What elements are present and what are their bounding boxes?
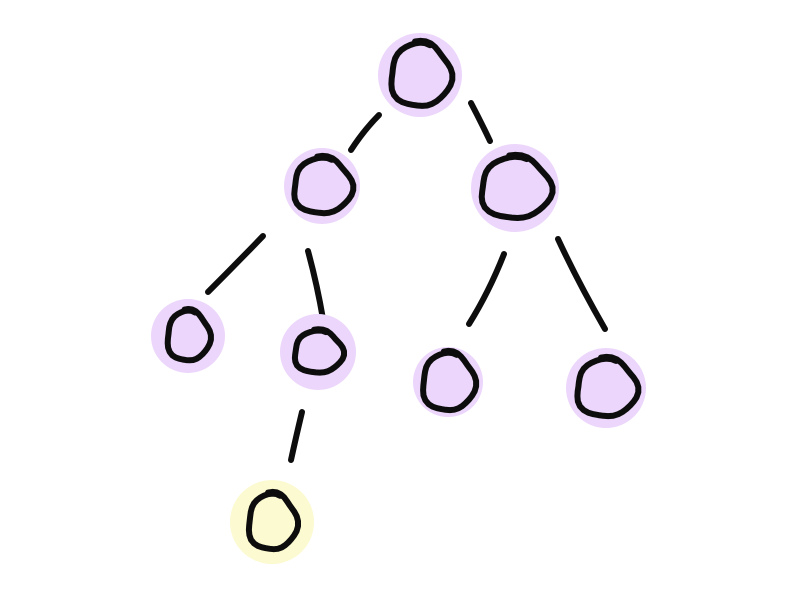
edge-right-to-right-right — [555, 236, 608, 332]
tree-node-right — [471, 144, 559, 232]
edge-right-to-right-left — [466, 251, 507, 327]
edge-left-right-to-left-right-left — [288, 409, 305, 463]
node-outline-right — [478, 151, 556, 221]
edges-layer — [205, 100, 608, 463]
tree-node-left-right-left — [230, 480, 314, 564]
node-outline-right-left — [420, 347, 480, 414]
tree-node-root — [378, 33, 462, 117]
node-outline-left-right-left — [245, 488, 301, 553]
node-outline-left-left — [164, 306, 214, 364]
tree-node-left — [284, 148, 360, 224]
tree-node-right-left — [413, 347, 483, 417]
tree-node-right-right — [566, 348, 646, 428]
edge-left-to-left-left — [205, 233, 266, 295]
nodes-layer — [151, 33, 646, 564]
tree-node-left-left — [151, 299, 225, 373]
edge-root-to-left — [348, 112, 382, 153]
node-outline-left — [291, 152, 357, 217]
edge-left-to-left-right — [305, 248, 326, 322]
node-outline-right-right — [574, 353, 642, 420]
edge-root-to-right — [468, 100, 493, 144]
tree-node-left-right — [280, 314, 356, 390]
node-outline-root — [388, 37, 456, 109]
node-outline-left-right — [291, 326, 347, 376]
